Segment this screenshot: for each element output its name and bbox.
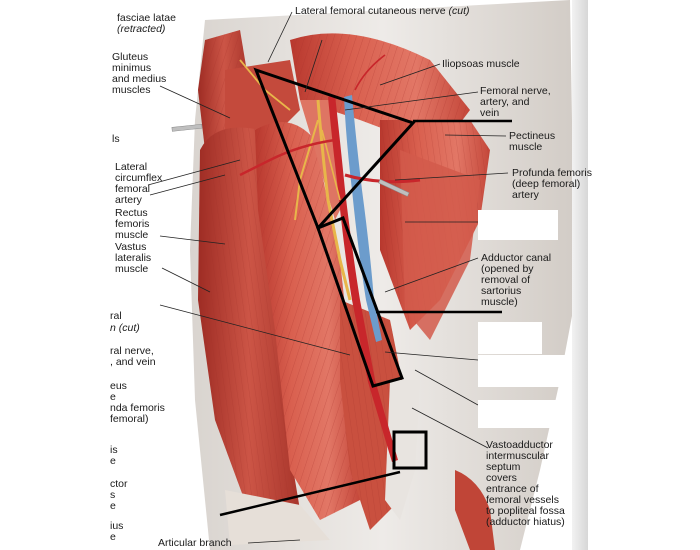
label-adductor-canal: Adductor canal (opened by removal of sar… [481,252,552,308]
adductor-longus-muscle [400,150,480,340]
answer-blank-2 [478,322,542,354]
femoral-artery [328,95,398,462]
adductor-hiatus-box [392,430,428,470]
adductor-magnus-tendon [385,380,420,520]
label-left-fragment-ius: ius e [110,520,124,543]
answer-blank-1 [478,210,558,240]
leader-lines [147,11,509,544]
label-left-fragment-eus: eus e nda femoris femoral) [110,380,165,425]
label-fasciae-latae: fasciae latae [117,12,176,24]
page-edge-shadow [572,0,588,550]
artery-branch-upper [354,54,386,91]
label-left-fragment-ctor: ctor s e [110,478,128,512]
label-vastoadductor-septum: Vastoadductor intermuscular septum cover… [486,439,565,528]
label-iliopsoas-muscle: Iliopsoas muscle [442,58,520,70]
label-rectus-femoris-muscle: Rectus femoris muscle [115,207,150,241]
label-lateral-femoral-cutaneous-nerve: Lateral femoral cutaneous nerve (cut) [295,5,470,17]
femoral-vein [344,95,382,342]
label-retracted: (retracted) [117,23,166,35]
knee-tendon-region [225,490,330,545]
label-pectineus-muscle: Pectineus muscle [509,130,556,153]
answer-blank-3 [478,355,572,387]
retractor-left [171,123,203,132]
label-profunda-femoris-artery: Profunda femoris (deep femoral) artery [512,167,592,201]
label-left-fragment-ral-nerve: ral nerve, , and vein [110,345,156,368]
retractor-mid [378,178,410,197]
label-left-fragment-ral: ral [110,310,122,322]
label-vastus-lateralis-muscle: Vastus lateralis muscle [115,241,152,275]
answer-blank-4 [478,400,564,428]
hiatus-pointer-line [219,470,401,517]
lateral-circumflex-artery [239,138,336,177]
label-femoral-nerve-artery-vein: Femoral nerve, artery, and vein [480,85,551,119]
label-lateral-circumflex-femoral-artery: Lateral circumflex femoral artery [115,161,163,206]
label-gluteus-minimus-medius: Gluteus minimus and medius muscles [112,51,167,96]
femoral-nerve [316,99,352,301]
label-left-fragment-n-cut: n (cut) [110,322,140,334]
label-left-fragment-is: is e [110,444,118,467]
femoral-triangle-outline [253,67,416,231]
label-left-fragment-ls: ls [112,133,120,145]
lower-medial-muscle [455,470,495,550]
adductor-canal-outline [316,216,404,388]
label-articular-branch: Articular branch [158,537,232,549]
